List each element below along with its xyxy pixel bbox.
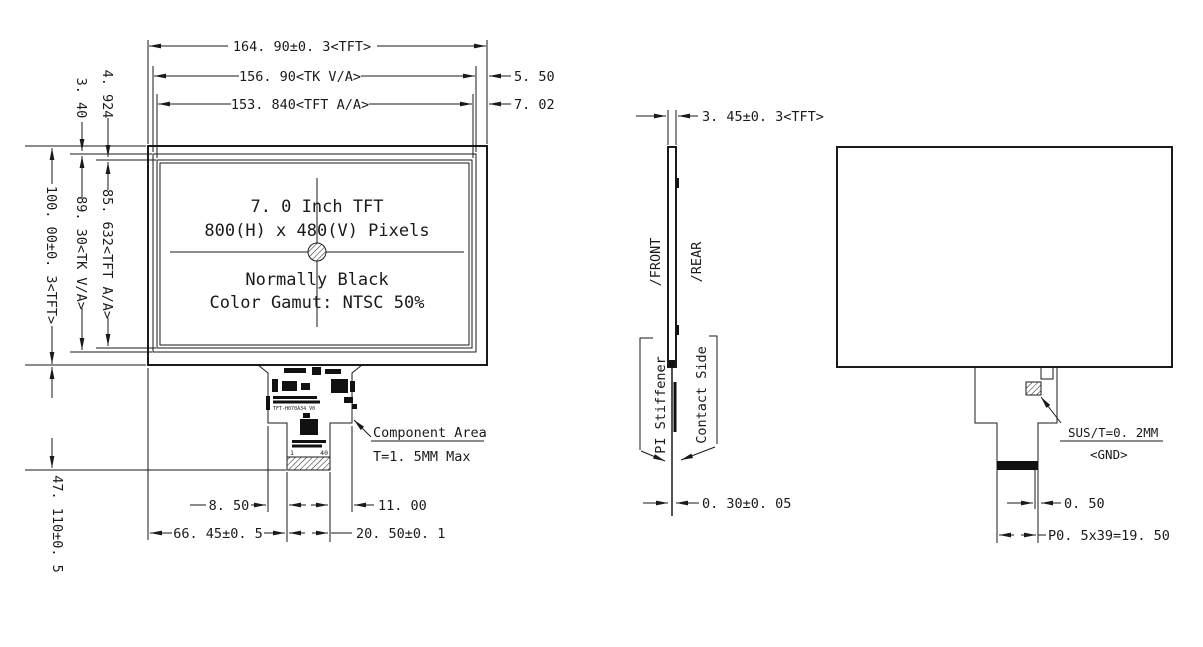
- leader-bracket: [639, 337, 653, 450]
- tft-height-dim: 100. 00±0. 3<TFT>: [43, 186, 59, 324]
- screen-gamut-text: Color Gamut: NTSC 50%: [210, 293, 425, 313]
- rear-outline: [836, 146, 1173, 368]
- tk-width-dim: 156. 90<TK V/A>: [239, 69, 361, 85]
- left-dimensions: 100. 00±0. 3<TFT> 89. 30<TK V/A> 85. 632…: [25, 70, 286, 573]
- aa-right-margin-dim: 7. 02: [514, 97, 555, 113]
- tape-tab: [676, 178, 679, 188]
- component-area-text: Component Area: [373, 425, 487, 441]
- sus-note-text: SUS/T=0. 2MM: [1068, 425, 1158, 440]
- screen-resolution-text: 800(H) x 480(V) Pixels: [204, 221, 429, 241]
- fpc-thickness-dim: 0. 30±0. 05: [702, 496, 791, 512]
- active-area-inner-line: [159, 162, 470, 346]
- component-block: [350, 381, 355, 392]
- contact-side-label: Contact Side: [694, 346, 710, 444]
- leader-arrow: [640, 450, 666, 462]
- component-block: [312, 367, 321, 375]
- leader-arrow: [680, 446, 716, 461]
- screen-size-text: 7. 0 Inch TFT: [250, 197, 383, 217]
- fpc-fine-print-bar: [292, 440, 326, 443]
- sus-gnd-pad: [1025, 381, 1042, 396]
- bottom-dimensions: 8. 50 11. 00 66. 45±0. 5 20. 50±0. 1: [147, 368, 445, 542]
- panel-side-profile: [667, 146, 677, 368]
- rear-view: SUS/T=0. 2MM <GND> 0. 50 P0. 5x39=19. 50: [836, 146, 1173, 544]
- center-mark-circle: [307, 242, 327, 262]
- tft-outline: [147, 145, 488, 366]
- component-block: [272, 379, 278, 392]
- tail-length-dim: 47. 110±0. 5: [49, 475, 65, 573]
- fpc-pin-40-label: 40: [320, 449, 328, 457]
- fpc-fine-print-bar: [292, 444, 322, 448]
- fpc-components: [266, 367, 357, 448]
- component-block: [303, 413, 310, 418]
- extension-lines: [25, 145, 286, 471]
- top-dimensions: 164. 90±0. 3<TFT> 156. 90<TK V/A> 5. 50 …: [147, 39, 555, 158]
- tk-height-dim: 89. 30<TK V/A>: [73, 196, 89, 310]
- fpc-part-number: TFT-H070A34 V0: [273, 406, 315, 412]
- leader-arrow: [1040, 396, 1062, 424]
- active-area-outline: [156, 159, 473, 349]
- extension-lines: [147, 40, 488, 158]
- extension-lines: [147, 368, 353, 542]
- extension-lines: [667, 110, 677, 145]
- aa-height-dim: 85. 632<TFT A/A>: [99, 189, 115, 319]
- fpc-fine-print-bar: [273, 396, 317, 399]
- component-block: [344, 397, 353, 403]
- fpc-fine-print-bar: [273, 400, 320, 404]
- side-view: 3. 45±0. 3<TFT> /FRONT /REAR PI Stiffene…: [636, 109, 824, 516]
- tk-viewing-area-outline: [152, 153, 477, 353]
- fpc-right-offset-dim: 11. 00: [378, 498, 427, 514]
- component-block: [301, 383, 310, 390]
- thickness-dim: 3. 45±0. 3<TFT>: [702, 109, 824, 125]
- fpc-gold-fingers: [286, 456, 331, 471]
- gnd-note-text: <GND>: [1090, 447, 1128, 462]
- contact-width-dim: 0. 50: [1064, 496, 1105, 512]
- screen-mode-text: Normally Black: [245, 270, 388, 290]
- component-block: [284, 368, 306, 373]
- front-side-label: /FRONT: [648, 238, 664, 287]
- component-block: [282, 381, 297, 391]
- aa-width-dim: 153. 840<TFT A/A>: [231, 97, 369, 113]
- component-thickness-text: T=1. 5MM Max: [373, 449, 471, 465]
- tk-right-margin-dim: 5. 50: [514, 69, 555, 85]
- component-block: [325, 369, 341, 374]
- component-area-note: Component Area T=1. 5MM Max: [353, 419, 487, 465]
- tape-tab: [676, 325, 679, 335]
- pi-stiffener-label: PI Stiffener: [653, 356, 669, 454]
- profile-foot: [669, 360, 675, 367]
- leader-arrow: [353, 419, 372, 438]
- tft-width-dim: 164. 90±0. 3<TFT>: [233, 39, 371, 55]
- tk-top-offset-dim: 3. 40: [73, 78, 89, 119]
- center-mark: [170, 178, 464, 327]
- pitch-dim: P0. 5x39=19. 50: [1048, 528, 1170, 544]
- fpc-left-offset-dim: 8. 50: [209, 498, 250, 514]
- fpc-stiffener-bar: [997, 461, 1038, 470]
- component-block: [352, 404, 357, 409]
- component-block: [266, 396, 270, 410]
- aa-top-offset-dim: 4. 924: [99, 70, 115, 119]
- component-block: [331, 379, 348, 393]
- fpc-pin-1-label: 1: [290, 449, 294, 457]
- front-view: 7. 0 Inch TFT 800(H) x 480(V) Pixels Nor…: [25, 39, 555, 573]
- leader-bracket: [709, 335, 718, 444]
- pi-stiffener-profile: [673, 382, 677, 432]
- fpc-width-dim: 20. 50±0. 1: [356, 526, 445, 542]
- rear-side-label: /REAR: [689, 241, 705, 283]
- rear-fpc-outline: [974, 367, 1058, 543]
- component-ic-block: [300, 419, 318, 435]
- fpc-x-offset-dim: 66. 45±0. 5: [173, 526, 262, 542]
